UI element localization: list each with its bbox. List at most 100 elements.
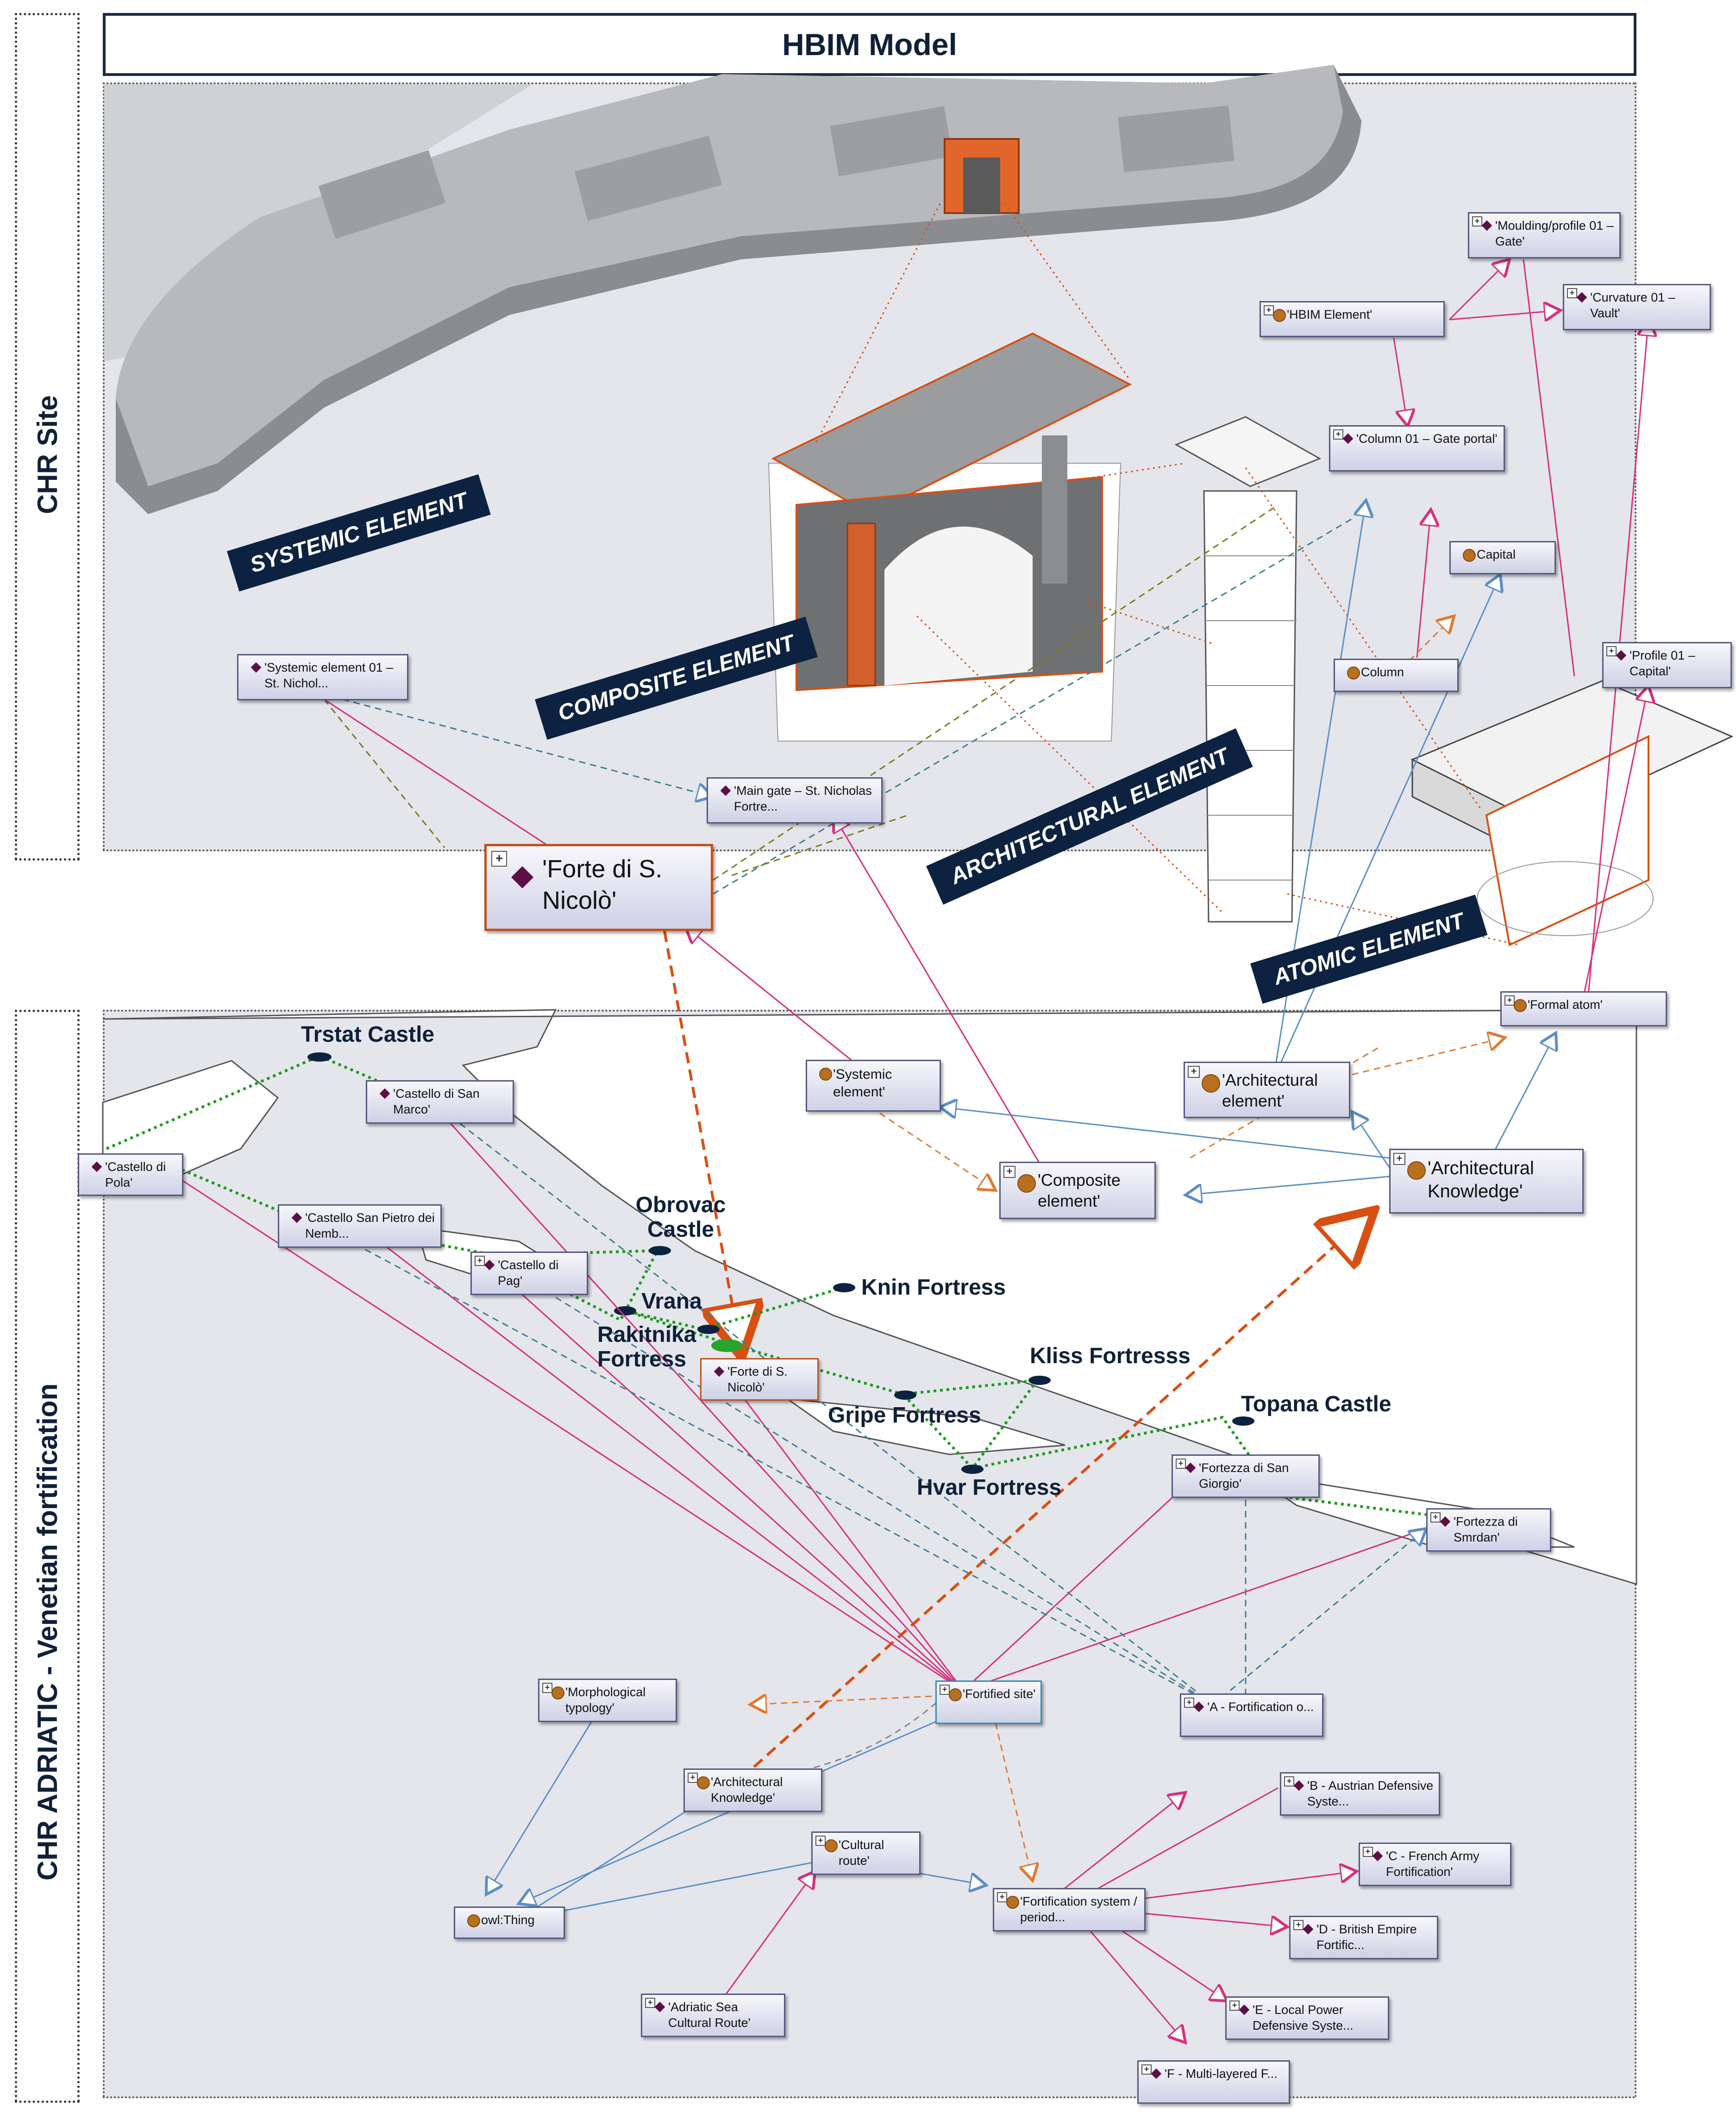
expand-icon[interactable]: + — [1284, 1776, 1294, 1787]
node-label: 'Architectural Knowledge' — [711, 1775, 783, 1805]
expand-icon[interactable]: + — [1472, 216, 1482, 226]
individual-icon — [1342, 433, 1354, 444]
expand-icon[interactable]: + — [1264, 305, 1274, 315]
node-c-french-army[interactable]: +'C - French Army Fortification' — [1359, 1843, 1511, 1886]
expand-icon[interactable]: + — [1393, 1153, 1405, 1165]
expand-icon[interactable]: + — [1188, 1066, 1200, 1078]
expand-icon[interactable]: + — [940, 1685, 950, 1695]
node-label: 'Fortification system / period... — [1020, 1894, 1137, 1924]
expand-icon[interactable]: + — [1293, 1920, 1304, 1930]
node-fortezza-di-smrdan[interactable]: + 'Fortezza di Smrdan' — [1426, 1508, 1551, 1552]
node-curvature-vault[interactable]: + 'Curvature 01 – Vault' — [1563, 284, 1711, 330]
place-obrovac-castle: Obrovac Castle — [635, 1193, 726, 1242]
node-label: owl:Thing — [481, 1913, 535, 1927]
individual-icon — [1372, 1850, 1383, 1862]
node-profile-capital[interactable]: +'Profile 01 – Capital' — [1602, 642, 1732, 688]
expand-icon[interactable]: + — [1363, 1847, 1373, 1857]
node-label: 'Fortezza di San Giorgio' — [1199, 1461, 1289, 1491]
node-f-multi-layered[interactable]: + 'F - Multi-layered F... — [1137, 2060, 1290, 2104]
class-icon — [1407, 1161, 1426, 1180]
node-label: 'Systemic element' — [833, 1067, 892, 1100]
node-owl-thing[interactable]: owl:Thing — [454, 1906, 565, 1939]
node-capital[interactable]: Capital — [1449, 541, 1556, 574]
expand-icon[interactable]: + — [1229, 2001, 1240, 2011]
expand-icon[interactable]: + — [688, 1773, 698, 1783]
node-castello-di-pola[interactable]: 'Castello di Pola' — [78, 1153, 183, 1196]
expand-icon[interactable]: + — [815, 1836, 826, 1846]
class-icon — [1463, 549, 1476, 562]
place-trstat-castle: Trstat Castle — [301, 1022, 435, 1047]
expand-icon[interactable]: + — [645, 1998, 655, 2008]
expand-icon[interactable]: + — [1606, 646, 1617, 656]
node-forte-di-s-nicolo-map[interactable]: 'Forte di S. Nicolò' — [700, 1358, 819, 1401]
expand-icon[interactable]: + — [1333, 429, 1343, 440]
node-e-local-power[interactable]: +'E - Local Power Defensive Syste... — [1225, 1996, 1389, 2040]
node-d-british[interactable]: +'D - British Empire Fortific... — [1289, 1916, 1438, 1959]
node-b-austrian[interactable]: +'B - Austrian Defensive Syste... — [1280, 1772, 1440, 1816]
chr-adriatic-frame — [15, 1010, 80, 2103]
expand-icon[interactable]: + — [1184, 1698, 1194, 1708]
node-label: 'Fortezza di Smrdan' — [1454, 1515, 1518, 1544]
expand-icon[interactable]: + — [491, 851, 507, 867]
node-label: 'Composite element' — [1038, 1170, 1121, 1210]
node-architectural-element[interactable]: + 'Architectural element' — [1184, 1062, 1350, 1118]
place-hvar-fortress: Hvar Fortress — [917, 1475, 1062, 1500]
node-label: 'Castello di Pola' — [105, 1160, 166, 1189]
node-label: 'F - Multi-layered F... — [1165, 2067, 1278, 2081]
expand-icon[interactable]: + — [1430, 1512, 1441, 1523]
node-systemic-element[interactable]: 'Systemic element' — [806, 1060, 941, 1112]
node-label: 'A - Fortification o... — [1207, 1700, 1314, 1714]
expand-icon[interactable]: + — [475, 1256, 485, 1266]
expand-icon[interactable]: + — [542, 1683, 552, 1693]
expand-icon[interactable]: + — [1504, 995, 1515, 1006]
node-moulding-profile[interactable]: + 'Moulding/profile 01 – Gate' — [1468, 212, 1621, 258]
node-a-fortification[interactable]: + 'A - Fortification o... — [1180, 1693, 1323, 1737]
node-morphological-typology[interactable]: + 'Morphological typology' — [538, 1679, 677, 1722]
individual-icon — [1616, 650, 1627, 661]
expand-icon[interactable]: + — [1003, 1166, 1015, 1178]
expand-icon[interactable]: + — [1567, 288, 1577, 298]
node-architectural-knowledge-bottom[interactable]: + 'Architectural Knowledge' — [683, 1768, 822, 1812]
individual-icon — [714, 1366, 725, 1377]
node-castello-san-marco[interactable]: 'Castello di San Marco' — [366, 1080, 514, 1124]
place-topana-castle: Topana Castle — [1241, 1392, 1391, 1416]
node-label: 'Main gate – St. Nicholas Fortre... — [734, 784, 872, 813]
individual-icon — [1576, 292, 1587, 303]
expand-icon[interactable]: + — [997, 1892, 1007, 1902]
node-label: 'Curvature 01 – Vault' — [1590, 290, 1675, 320]
node-column[interactable]: Column — [1334, 659, 1459, 692]
place-gripe-fortress: Gripe Fortress — [828, 1403, 981, 1428]
node-main-gate[interactable]: 'Main gate – St. Nicholas Fortre... — [707, 777, 883, 824]
node-label: 'Forte di S. Nicolò' — [727, 1365, 788, 1394]
node-column-gate-portal[interactable]: +'Column 01 – Gate portal' — [1329, 425, 1505, 472]
node-castello-san-pietro[interactable]: 'Castello San Pietro dei Nemb... — [278, 1204, 442, 1248]
node-adriatic-sea-cultural-route[interactable]: +'Adriatic Sea Cultural Route' — [641, 1994, 785, 2037]
node-architectural-knowledge-top[interactable]: +'Architectural Knowledge' — [1389, 1149, 1584, 1214]
node-castello-di-pag[interactable]: +'Castello di Pag' — [470, 1252, 588, 1295]
node-formal-atom[interactable]: +'Formal atom' — [1500, 991, 1667, 1026]
node-fortification-system[interactable]: + 'Fortification system / period... — [993, 1888, 1146, 1932]
node-forte-di-s-nicolo[interactable]: +'Forte di S. Nicolò' — [484, 844, 713, 931]
node-label: 'Moulding/profile 01 – Gate' — [1495, 219, 1614, 248]
individual-icon — [1193, 1701, 1204, 1712]
individual-icon — [251, 662, 262, 673]
node-hbim-element[interactable]: +'HBIM Element' — [1260, 301, 1445, 337]
individual-icon — [1440, 1516, 1451, 1527]
fortress-markers — [307, 1052, 1254, 1474]
node-label: 'Architectural element' — [1222, 1070, 1318, 1110]
class-icon — [1347, 667, 1360, 680]
page-title: HBIM Model — [103, 13, 1636, 76]
ontology-edges-bottom — [162, 1111, 1426, 2043]
individual-icon — [511, 866, 534, 889]
expand-icon[interactable]: + — [1141, 2064, 1152, 2075]
node-systemic-element-nichol[interactable]: 'Systemic element 01 – St. Nichol... — [237, 654, 408, 700]
individual-icon — [1481, 220, 1492, 231]
node-fortezza-san-giorgio[interactable]: + 'Fortezza di San Giorgio' — [1172, 1454, 1320, 1498]
place-kliss-fortresss: Kliss Fortresss — [1030, 1344, 1191, 1368]
node-composite-element[interactable]: + 'Composite element' — [999, 1162, 1156, 1219]
expand-icon[interactable]: + — [1176, 1459, 1186, 1469]
individual-icon — [654, 2001, 665, 2013]
node-label: 'Morphological typology' — [565, 1685, 646, 1715]
node-fortified-site[interactable]: +'Fortified site' — [935, 1680, 1042, 1724]
node-cultural-route[interactable]: +'Cultural route' — [811, 1831, 921, 1875]
